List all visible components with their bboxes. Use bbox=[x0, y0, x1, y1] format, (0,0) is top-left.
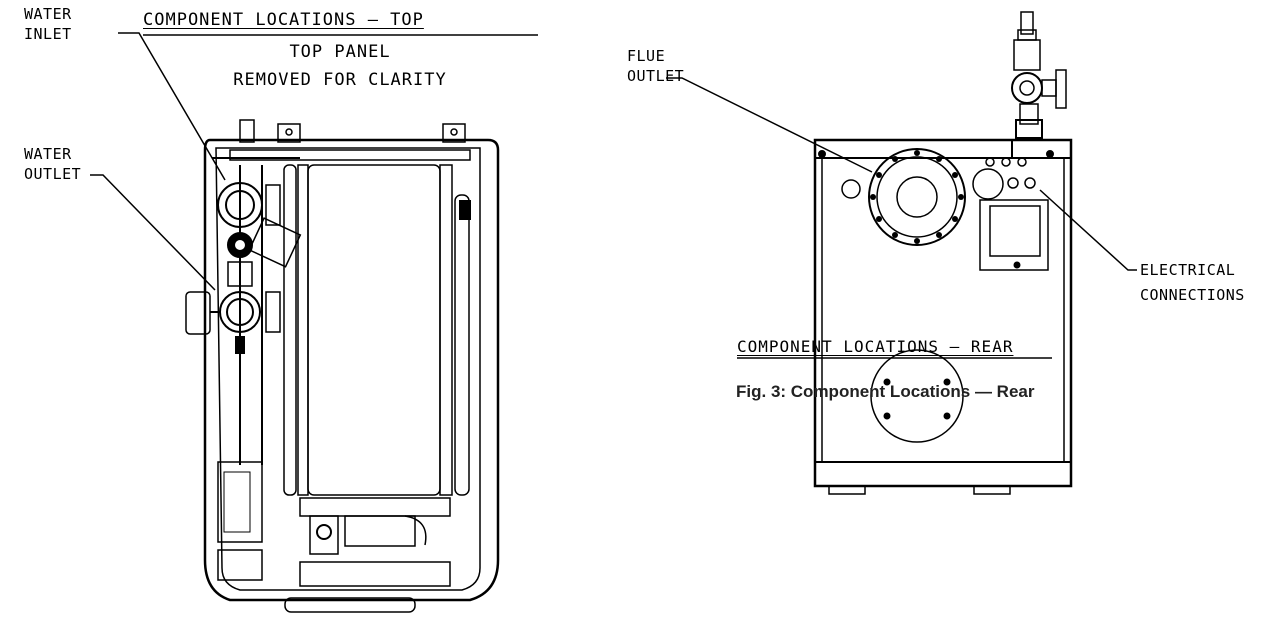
water-inlet-leader bbox=[118, 32, 226, 181]
electrical-label-line1: ELECTRICAL bbox=[1140, 261, 1236, 279]
electrical-leader bbox=[1039, 189, 1137, 271]
water-inlet-label-line1: WATER bbox=[24, 5, 72, 23]
electrical-label-line2: CONNECTIONS bbox=[1140, 286, 1245, 304]
top-view-drawing bbox=[185, 119, 500, 613]
flue-outlet-leader bbox=[666, 77, 873, 173]
water-outlet-label-line2: OUTLET bbox=[24, 165, 82, 183]
flue-bolt-circle bbox=[870, 150, 964, 244]
water-inlet-label-line2: INLET bbox=[24, 25, 72, 43]
rear-view-title: COMPONENT LOCATIONS – REAR bbox=[737, 337, 1014, 356]
top-view-title: COMPONENT LOCATIONS – TOP bbox=[143, 10, 424, 30]
water-outlet-label-line1: WATER bbox=[24, 145, 72, 163]
figure-caption: Fig. 3: Component Locations — Rear bbox=[736, 382, 1035, 401]
rear-view-drawing bbox=[813, 11, 1073, 495]
water-outlet-leader bbox=[90, 174, 216, 291]
top-view-subtitle-line2: REMOVED FOR CLARITY bbox=[233, 70, 447, 90]
top-view-subtitle-line1: TOP PANEL bbox=[289, 42, 391, 62]
flue-outlet-label-line2: OUTLET bbox=[627, 67, 685, 85]
flue-outlet-label-line1: FLUE bbox=[627, 47, 666, 65]
